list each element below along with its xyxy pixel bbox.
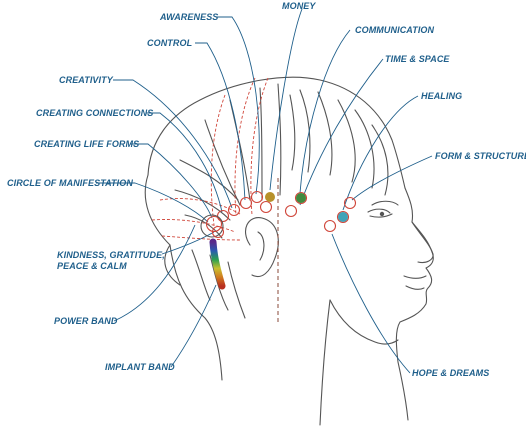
- point-power: [259, 200, 273, 214]
- label-circle-of-manifestation: CIRCLE OF MANIFESTATION: [7, 178, 133, 188]
- point-life-forms: [205, 215, 223, 233]
- label-kindness-line-1: KINDNESS, GRATITUDE,: [57, 250, 165, 260]
- ear: [245, 217, 279, 277]
- label-power-band: POWER BAND: [54, 316, 118, 326]
- label-form-structure: FORM & STRUCTURE: [435, 151, 526, 161]
- point-hope-dreams: [323, 219, 337, 233]
- label-creating-connections: CREATING CONNECTIONS: [36, 108, 154, 118]
- label-kindness: KINDNESS, GRATITUDE, PEACE & CALM: [57, 250, 167, 272]
- point-manifestation: [200, 214, 224, 238]
- leader-power-band: [113, 224, 196, 322]
- leader-creativity: [113, 79, 233, 209]
- leader-money: [269, 8, 303, 191]
- leader-communication: [299, 29, 351, 194]
- leader-control: [195, 42, 246, 201]
- mouth: [403, 275, 427, 279]
- point-creativity: [227, 203, 241, 217]
- leader-awareness: [216, 16, 260, 195]
- label-creativity: CREATIVITY: [59, 75, 113, 85]
- label-kindness-line-2: PEACE & CALM: [57, 261, 127, 271]
- label-control: CONTROL: [147, 38, 193, 48]
- point-connections: [216, 209, 230, 223]
- label-hope-dreams: HOPE & DREAMS: [412, 368, 490, 378]
- skull-outline: [147, 76, 406, 189]
- point-control: [239, 196, 253, 210]
- colored-dots: [265, 192, 348, 222]
- label-implant-band: IMPLANT BAND: [105, 362, 175, 372]
- neck-back: [319, 299, 331, 426]
- leader-creating-connections: [146, 112, 223, 213]
- face-profile: [395, 187, 434, 421]
- leader-creating-life-forms: [130, 143, 213, 219]
- point-form-structure: [343, 196, 357, 210]
- point-kindness: [211, 225, 225, 239]
- leader-lines: [96, 8, 433, 374]
- eye: [367, 208, 391, 214]
- point-circles: [200, 190, 357, 239]
- leader-hope-dreams: [331, 233, 411, 374]
- dot-healing: [338, 212, 348, 222]
- label-healing: HEALING: [421, 91, 463, 101]
- leader-circle-of-manifestation: [96, 182, 209, 223]
- dot-communication: [296, 193, 306, 203]
- point-awareness: [250, 190, 264, 204]
- fringe: [299, 89, 311, 173]
- label-money: MONEY: [282, 1, 316, 11]
- jaw-line: [329, 299, 399, 345]
- label-awareness: AWARENESS: [160, 12, 219, 22]
- point-healing: [336, 210, 350, 224]
- leader-form-structure: [351, 155, 433, 201]
- leader-kindness: [161, 231, 215, 255]
- point-communication: [294, 191, 308, 205]
- nose: [411, 221, 434, 264]
- label-time-space: TIME & SPACE: [385, 54, 450, 64]
- label-creating-life-forms: CREATING LIFE FORMS: [34, 139, 140, 149]
- leader-healing: [342, 95, 419, 211]
- implant-band-gradient: [209, 238, 226, 290]
- dot-money: [265, 192, 275, 202]
- label-communication: COMMUNICATION: [355, 25, 435, 35]
- hair-back: [144, 174, 223, 381]
- leader-implant-band: [170, 284, 217, 368]
- head-outline: [144, 76, 434, 426]
- leader-time-space: [299, 58, 384, 206]
- point-time-space: [284, 204, 298, 218]
